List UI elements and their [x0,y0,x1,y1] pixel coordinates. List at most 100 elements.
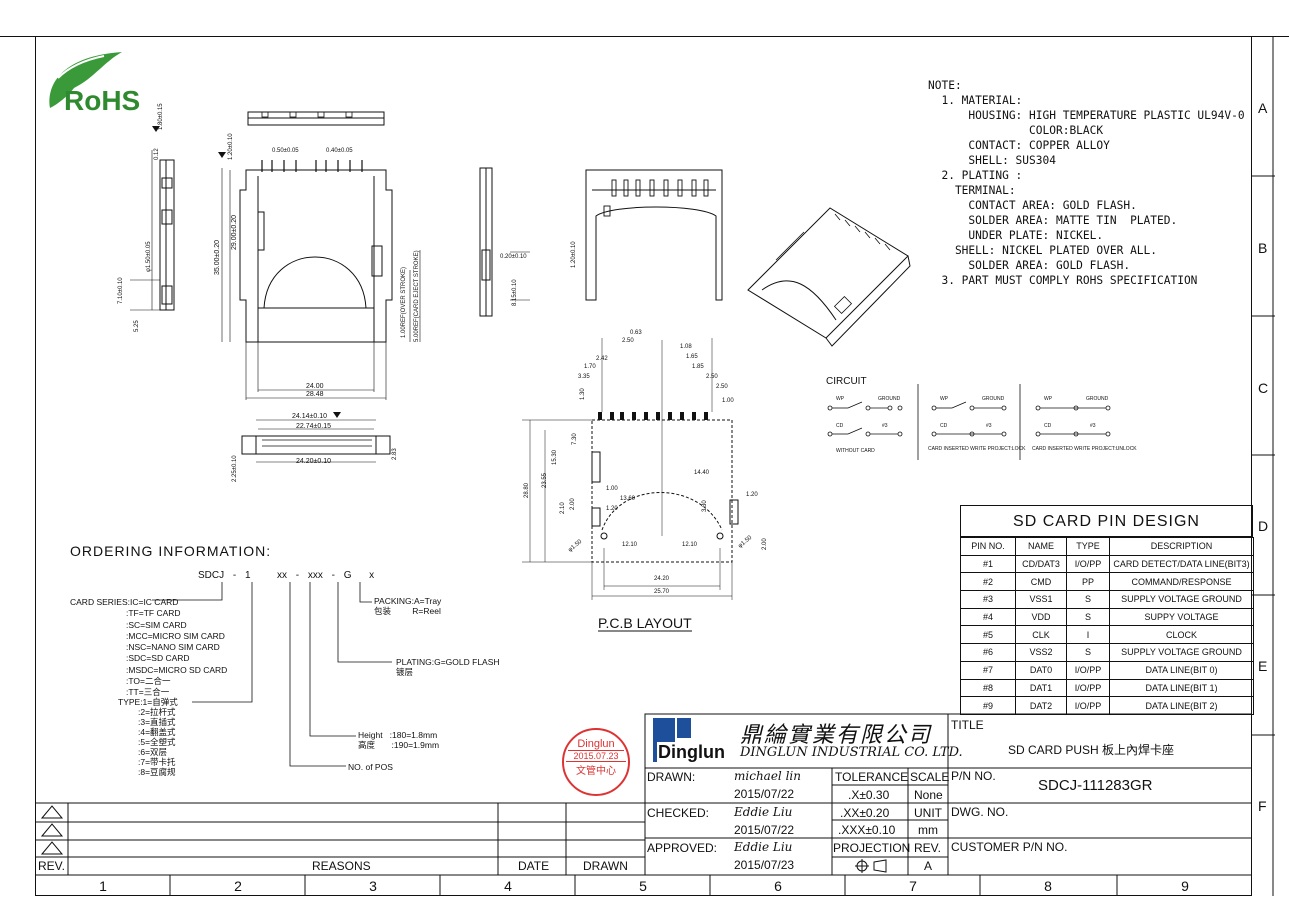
pcb-dim: 2.50 [706,374,718,380]
drawn-signature: michael lin [734,769,801,783]
dim-front-top2: 0.40±0.05 [326,148,353,154]
projection-label: PROJECTION [833,841,911,855]
drawn-date: 2015/07/22 [734,787,795,801]
checked-signature: Eddie Liu [734,805,793,819]
note-line: HOUSING: HIGH TEMPERATURE PLASTIC UL94V-… [928,109,1245,122]
zone-row-D: D [1258,518,1269,534]
note-line: COLOR:BLACK [928,124,1104,137]
dim-side-left5: φ1.50±0.05 [146,241,152,272]
pn-label: P/N NO. [951,769,996,783]
circuit-label: #3 [882,423,888,429]
zone-col-8: 8 [1044,878,1052,894]
circuit-label: #3 [986,423,992,429]
note-line: SHELL: SUS304 [928,154,1056,167]
num-pos-label: NO. of POS [348,762,393,772]
circuit-label: #3 [1090,423,1096,429]
rohs-leaf-icon [49,52,123,108]
svg-text:1.20±0.10: 1.20±0.10 [571,241,577,268]
pcb-dim: 1.30 [580,388,586,400]
pcb-dim: 2.00 [570,498,576,510]
ordering-code: SDCJ - 1 xx - xxx - G x [198,570,375,581]
company-name-en: DINGLUN INDUSTRIAL CO. LTD. [740,745,963,760]
pcb-dim: 3.35 [578,374,590,380]
pcb-dim: 14.40 [694,470,710,476]
rev-header: REV. [38,859,65,873]
height-info: Height :180=1.8mm 高度 :190=1.9mm [358,730,440,750]
dim-side-left1: 7.10±0.10 [118,277,124,304]
zone-row-B: B [1258,240,1268,256]
pcb-dim: 2.00 [762,538,768,550]
dim-front-w1: 24.00 [306,383,324,390]
circuit-caption: CARD INSERTED WRITE PROJECT:UNLOCK [1032,446,1137,452]
notes-block: NOTE: 1. MATERIAL: HOUSING: HIGH TEMPERA… [928,78,1245,288]
zone-col-3: 3 [369,878,377,894]
note-line: SOLDER AREA: GOLD FLASH. [928,259,1131,272]
scale-value: None [914,788,943,802]
title-label: TITLE [951,718,984,732]
pn-value: SDCJ-111283GR [1038,777,1153,794]
tolerance-3: .XXX±0.10 [838,823,896,837]
zone-row-C: C [1258,380,1269,396]
checked-label: CHECKED: [647,806,710,820]
tolerance-1: .X±0.30 [848,788,890,802]
dim-front-h1: 29.00±0.20 [231,215,238,250]
note-line: UNDER PLATE: NICKEL. [928,229,1104,242]
pcb-dim: 12.10 [622,542,638,548]
circuit-label: GROUND [982,396,1005,402]
zone-row-F: F [1258,798,1267,814]
approved-date: 2015/07/23 [734,858,795,872]
zone-col-9: 9 [1181,878,1189,894]
note-line: CONTACT AREA: GOLD FLASH. [928,199,1137,212]
dim-side-h1: 2.25±0.10 [232,455,238,482]
zone-col-2: 2 [234,878,242,894]
circuit-label: CD [836,423,844,429]
dim-front-top1: 0.50±0.05 [272,148,299,154]
pcb-dim: 23.55 [542,472,548,488]
pcb-dim: 1.85 [692,364,704,370]
rohs-logo: RoHS [49,52,140,116]
circuit-label: CD [940,423,948,429]
note-line: 2. PLATING : [928,169,1023,182]
bottom-view-body [241,435,391,455]
note-line: SOLDER AREA: MATTE TIN PLATED. [928,214,1178,227]
unit-value: mm [918,823,938,837]
circuit-label: WP [836,396,845,402]
pcb-dim: 1.65 [686,354,698,360]
pcb-dim: 1.08 [680,344,692,350]
customer-pn-label: CUSTOMER P/N NO. [951,840,1068,854]
checked-date: 2015/07/22 [734,823,795,837]
dim-side-left3: 0.12 [154,148,160,160]
pcb-dim: 3.30 [702,500,708,512]
pcb-dim: 13.60 [620,496,636,502]
circuit-caption: WITHOUT CARD [836,448,875,454]
pcb-dim: 1.00 [606,486,618,492]
pcb-dim: 28.80 [524,482,530,498]
note-line: SHELL: NICKEL PLATED OVER ALL. [928,244,1158,257]
pcb-dim: 2.50 [716,384,728,390]
ordering-leaders [152,582,392,767]
zone-col-7: 7 [909,878,917,894]
dim-stroke1: 1.00REF(OVER STROKE) [401,267,407,338]
pcb-dim: 24.20 [654,576,670,582]
rear-view-body [585,169,723,301]
packing-info: PACKING:A=Tray 包装 R=Reel [374,596,442,616]
pcb-dim: 1.70 [584,364,596,370]
tolerance-2: .XX±0.20 [840,806,890,820]
top-rule [0,36,1289,37]
card-series-list: CARD SERIES:IC=IC CARD :TF=TF CARD :SC=S… [70,597,228,698]
pcb-dim: 2.42 [596,356,608,362]
company-logo: Dinglun [653,718,729,763]
table-header-row: PIN NO. NAME TYPE DESCRIPTION [960,537,1254,556]
scale-label: SCALE [910,770,950,784]
rev-label: REV. [914,841,941,855]
notes-header: NOTE: [928,79,962,92]
note-line: TERMINAL: [928,184,1016,197]
circuit-label: GROUND [1086,396,1109,402]
unit-label: UNIT [914,806,942,820]
dim-bottom1: 24.14±0.10 [292,413,327,420]
dim-front-h2: 35.00±0.20 [214,240,221,275]
